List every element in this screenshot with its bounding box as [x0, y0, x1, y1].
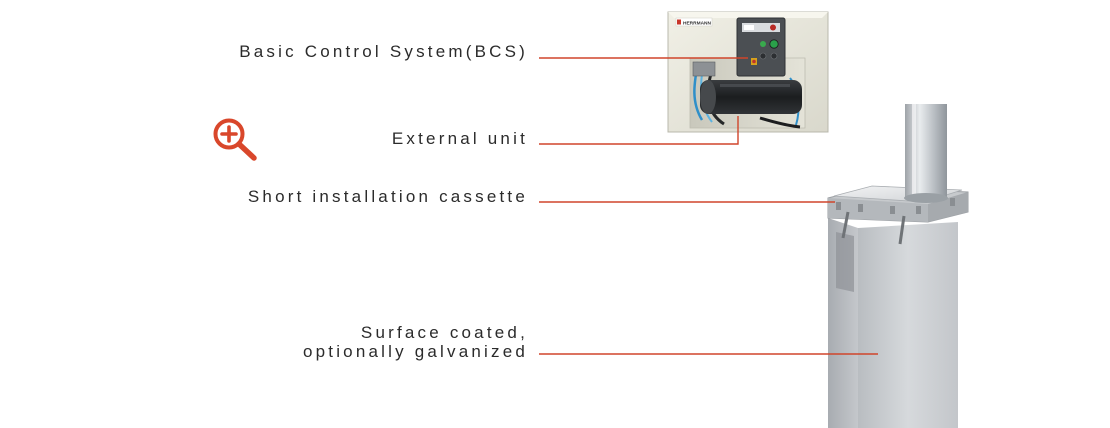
callout-external-unit: External unit: [391, 129, 528, 148]
leader-line-external-unit: [539, 116, 739, 145]
leader-lines: [539, 57, 878, 355]
control-cabinet: HERRMANN: [667, 11, 829, 133]
zoom-in-icon-graphic: [213, 118, 257, 161]
callout-surface: Surface coated, optionally galvanized: [303, 323, 528, 361]
bollard-assembly: [827, 104, 969, 428]
callout-surface-line2: optionally galvanized: [302, 342, 528, 361]
zoom-in-icon[interactable]: [208, 116, 264, 166]
callout-surface-line1: Surface coated,: [360, 323, 528, 342]
cabinet-brand-text: HERRMANN: [683, 21, 712, 27]
callout-bcs: Basic Control System(BCS): [239, 42, 528, 61]
callout-installation-cassette: Short installation cassette: [247, 187, 528, 206]
